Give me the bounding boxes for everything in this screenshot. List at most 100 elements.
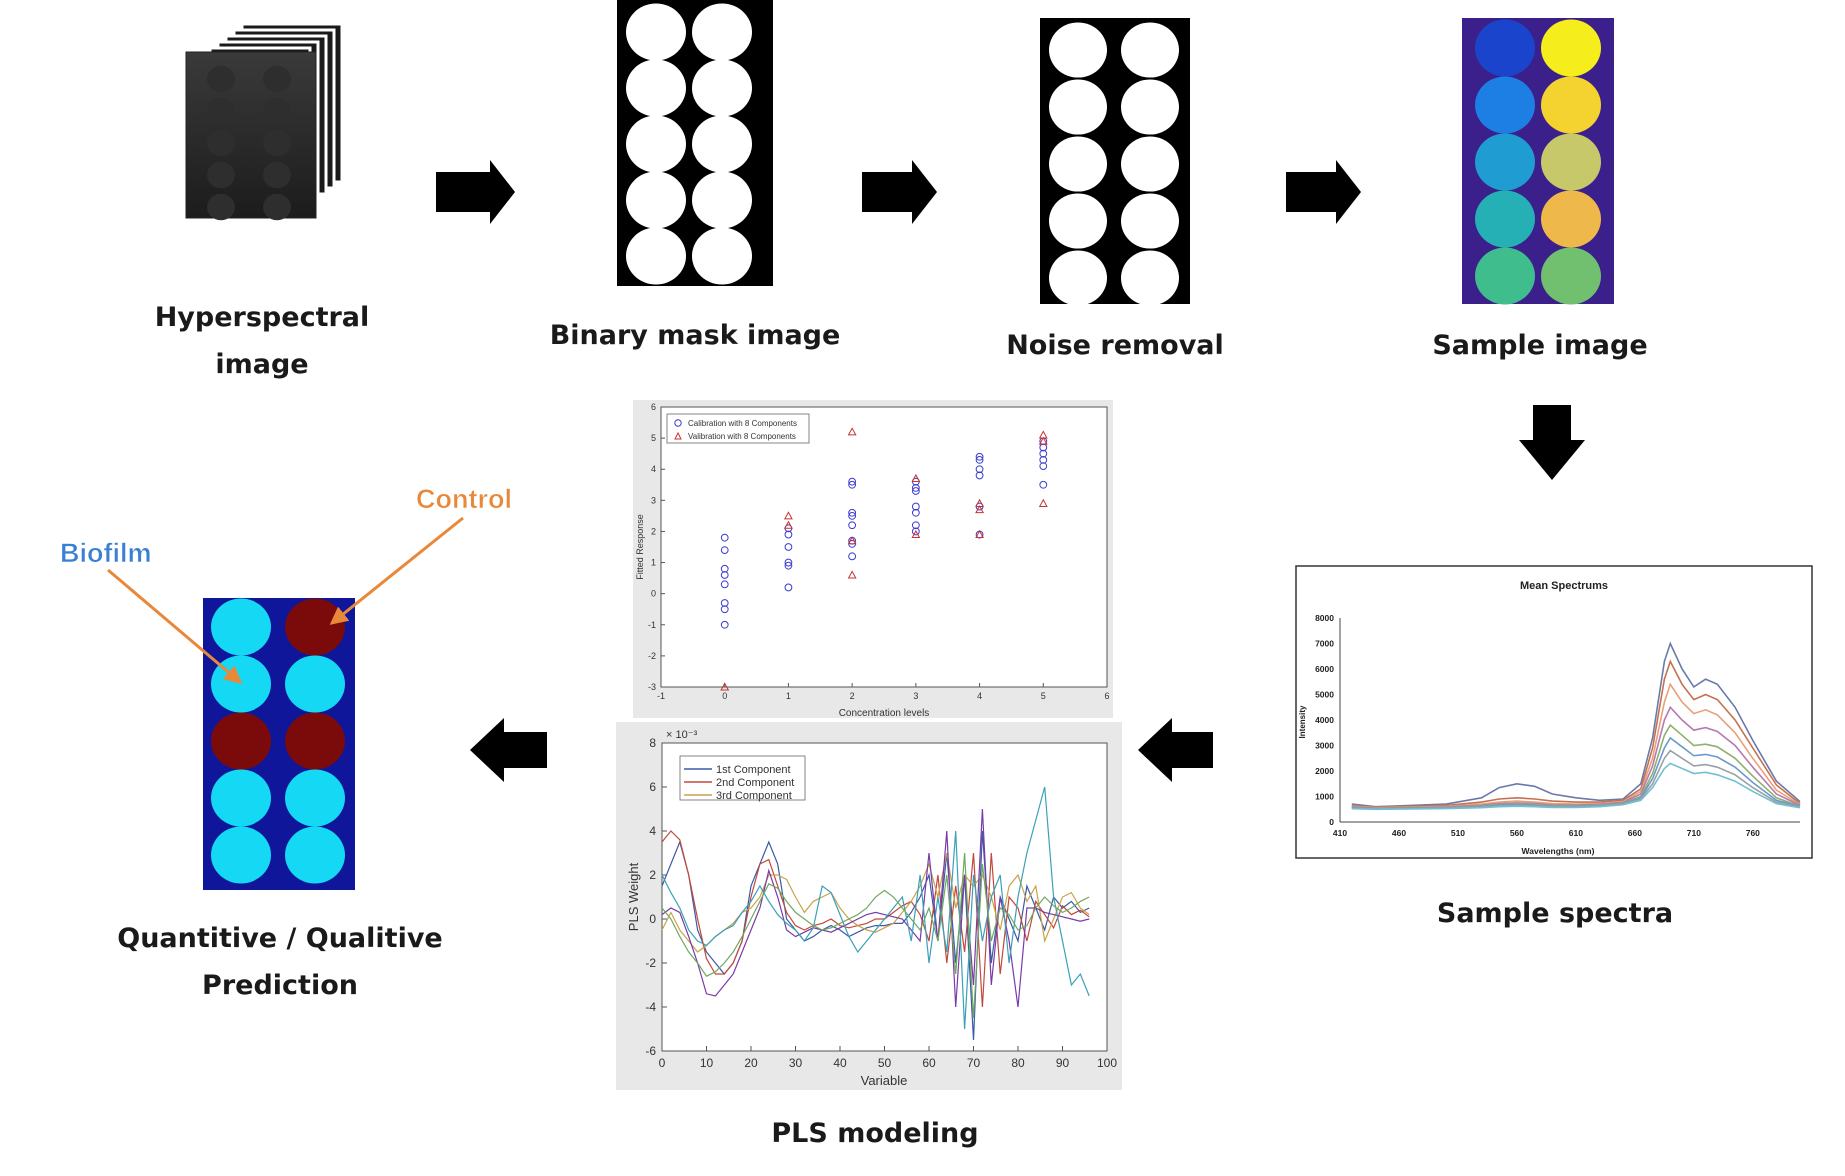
spectrum-y-tick: 0	[1329, 817, 1334, 827]
pls-legend	[679, 755, 806, 801]
pls-y-tick: 6	[649, 780, 656, 794]
calibration-point	[784, 558, 793, 567]
calibration-point	[1039, 449, 1048, 458]
calibration-x-tick: 6	[1104, 691, 1109, 701]
hyperspectral-stack	[185, 22, 344, 221]
calibration-point	[720, 571, 729, 579]
sample-well-3-0	[1475, 190, 1535, 248]
hyperspectral-well-0-1	[263, 65, 291, 93]
pls-y-tick: 4	[649, 824, 656, 838]
hyperspectral-well-3-0	[207, 161, 235, 189]
prediction-well-3-0	[211, 769, 271, 827]
prediction-caption-line2: Prediction	[202, 970, 358, 1001]
calibration-point	[784, 530, 793, 539]
calibration-point	[975, 471, 984, 480]
validation-point	[847, 570, 857, 579]
pls-x-tick: 10	[700, 1056, 714, 1070]
arrow-right-2	[862, 160, 937, 224]
pls-x-tick: 70	[967, 1056, 981, 1070]
validation-point	[975, 505, 985, 514]
sample-well-4-0	[1475, 247, 1535, 305]
arrow-down	[1519, 405, 1585, 480]
pls-x-tick: 40	[833, 1056, 847, 1070]
noise-removal-image	[1040, 18, 1190, 306]
prediction-well-4-0	[211, 826, 271, 884]
calibration-point	[720, 605, 729, 614]
pls-legend-label: 2nd Component	[716, 777, 794, 789]
prediction-well-0-1	[285, 598, 345, 656]
pls-y-tick: 2	[649, 868, 656, 882]
calibration-point	[848, 511, 857, 520]
calibration-ylabel: Fitted Response	[635, 514, 645, 580]
spectrum-y-tick: 1000	[1315, 792, 1334, 802]
hyperspectral-caption-line2: image	[215, 349, 309, 380]
arrow-left-1	[1138, 718, 1213, 782]
spectrum-x-tick: 510	[1451, 828, 1465, 838]
pls-legend-label: 3rd Component	[716, 790, 792, 802]
calibration-x-tick: 3	[913, 691, 918, 701]
sample-well-2-1	[1541, 133, 1601, 191]
calibration-chart: Concentration levels Fitted Response -3-…	[633, 400, 1113, 719]
calibration-point	[720, 533, 729, 542]
validation-point	[847, 427, 857, 436]
hyperspectral-well-1-0	[207, 97, 235, 125]
arrow-right-3	[1286, 160, 1361, 224]
calibration-point	[911, 527, 920, 536]
spectrum-x-tick: 760	[1746, 828, 1760, 838]
noise-well-3-0	[1049, 193, 1107, 249]
prediction-well-1-1	[285, 655, 345, 713]
spectrum-x-tick: 710	[1687, 828, 1701, 838]
calibration-y-tick: 6	[651, 402, 656, 412]
sample-well-1-0	[1475, 76, 1535, 134]
calibration-y-tick: -1	[648, 620, 656, 630]
calibration-point	[1039, 480, 1048, 489]
pls-x-tick: 60	[922, 1056, 936, 1070]
arrow-left-2	[470, 718, 547, 782]
pls-series-line	[661, 830, 1090, 1008]
noise-well-3-1	[1121, 193, 1179, 249]
mask-well-1-1	[692, 59, 752, 117]
calibration-x-tick: 2	[850, 691, 855, 701]
calibration-point	[911, 521, 920, 530]
noise-removal-caption: Noise removal	[1006, 330, 1224, 361]
spectrum-y-tick: 3000	[1315, 741, 1334, 751]
spectrum-x-tick: 660	[1628, 828, 1642, 838]
mask-well-3-1	[692, 171, 752, 229]
control-arrow	[329, 516, 464, 625]
spectrum-y-tick: 5000	[1315, 690, 1334, 700]
validation-point	[975, 529, 985, 539]
calibration-point	[911, 483, 920, 492]
mask-well-3-0	[626, 171, 686, 229]
hyperspectral-well-1-1	[263, 97, 291, 125]
calibration-point	[720, 580, 729, 589]
spectrum-y-tick: 8000	[1315, 613, 1334, 623]
calibration-point	[1039, 455, 1048, 464]
calibration-y-tick: 5	[651, 433, 656, 443]
sample-well-1-1	[1541, 76, 1601, 134]
spectrum-y-tick: 6000	[1315, 664, 1334, 674]
pls-y-tick: 8	[649, 736, 656, 750]
calibration-point	[784, 561, 793, 570]
calibration-point	[911, 508, 920, 517]
calibration-point	[975, 455, 984, 464]
pls-x-tick: 0	[659, 1056, 666, 1070]
mask-well-4-1	[692, 227, 752, 285]
spectrum-x-tick: 610	[1569, 828, 1583, 838]
spectrum-series-line	[1351, 682, 1801, 809]
calibration-point	[720, 564, 729, 573]
noise-well-4-1	[1121, 250, 1179, 306]
noise-well-2-1	[1121, 136, 1179, 192]
calibration-x-tick: 5	[1041, 691, 1046, 701]
pls-y-tick: 0	[649, 912, 656, 926]
calibration-xlabel: Concentration levels	[839, 708, 930, 719]
sample-well-0-1	[1541, 19, 1601, 77]
binary-mask-caption: Binary mask image	[549, 320, 841, 351]
calibration-point	[784, 583, 793, 592]
calibration-legend	[666, 413, 810, 444]
validation-point	[783, 511, 793, 520]
mask-well-2-0	[626, 115, 686, 173]
pls-x-tick: 50	[878, 1056, 892, 1070]
hyperspectral-well-0-0	[207, 65, 235, 93]
calibration-legend-label: Valibration with 8 Components	[688, 432, 796, 441]
